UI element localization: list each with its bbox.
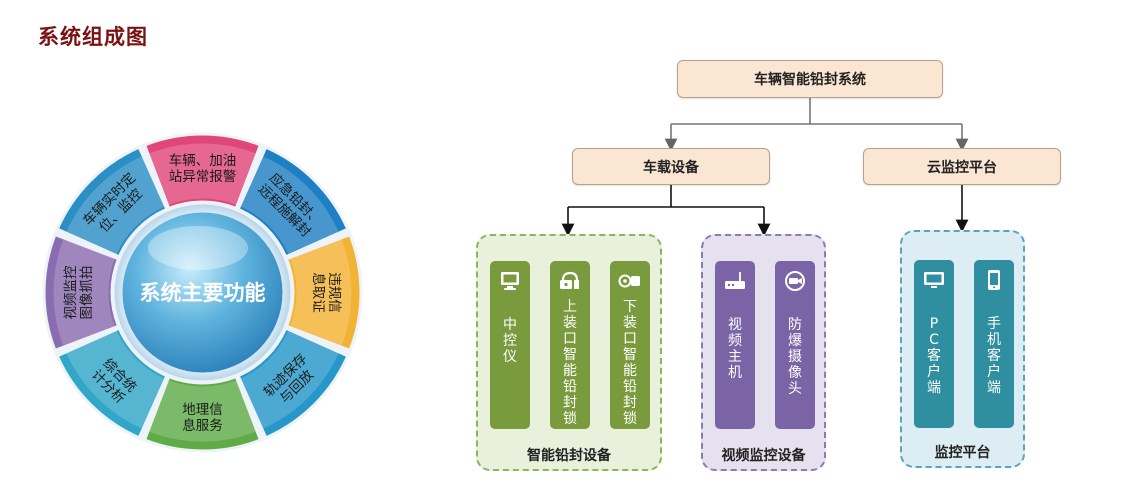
wheel-segment [59, 330, 165, 436]
wheel-segment [59, 149, 165, 255]
device-label: 防爆摄像头 [788, 317, 802, 397]
wheel-segment [146, 378, 259, 450]
group-monitoring-platform: PC客户端 手机客户端 监控平台 [900, 230, 1025, 468]
function-wheel: 车辆实时定位、监控车辆、加油站异常报警应急铅封、远程施解封违规信息取证轨迹保存与… [42, 132, 363, 453]
device-label: 视频主机 [728, 317, 742, 381]
device-ex-camera: 防爆摄像头 [775, 261, 815, 429]
group-label-video: 视频监控设备 [721, 448, 806, 464]
camera-icon [781, 267, 809, 295]
wheel-segment-label: 违规信息取证 [310, 272, 342, 313]
device-video-host: 视频主机 [715, 261, 755, 429]
vehicle-equipment-box: 车载设备 [572, 148, 770, 185]
cloud-platform-box: 云监控平台 [863, 148, 1061, 185]
root-system-box: 车辆智能铅封系统 [677, 60, 943, 98]
device-label: 手机客户端 [987, 316, 1001, 396]
wheel-segment [240, 330, 346, 436]
phone-icon [980, 266, 1008, 294]
wheel-center-label: 系统主要功能 [140, 281, 266, 305]
wheel-segment-label: 视频监控图像抓拍 [63, 265, 95, 319]
device-label: 中控仪 [503, 317, 517, 365]
lock-icon [556, 267, 584, 295]
device-controller: 中控仪 [490, 261, 530, 429]
pc-icon [920, 266, 948, 294]
wheel-center-disc [122, 212, 283, 373]
device-bottom-lock: 下装口智能铅封锁 [610, 261, 650, 429]
group-smart-seal: 中控仪 上装口智能铅封锁 下装口智能铅封锁 智能铅封设备 [476, 234, 662, 471]
monitor-icon [496, 267, 524, 295]
group-video-monitoring: 视频主机 防爆摄像头 视频监控设备 [701, 234, 826, 471]
device-top-lock: 上装口智能铅封锁 [550, 261, 590, 429]
wheel-segment [146, 135, 259, 207]
device-label: PC客户端 [927, 316, 941, 396]
wheel-segment [45, 236, 117, 349]
wheel-segment [288, 236, 360, 349]
root-system-label: 车辆智能铅封系统 [754, 72, 866, 88]
wheel-segment-label: 车辆、加油站异常报警 [169, 152, 237, 185]
wheel-segment-label: 地理信息服务 [182, 402, 223, 434]
group-label-platform: 监控平台 [934, 445, 991, 461]
group-label-smart-seal: 智能铅封设备 [527, 448, 611, 464]
device-pc-client: PC客户端 [914, 260, 954, 428]
valve-lock-icon [616, 267, 644, 295]
wheel-segment [240, 149, 346, 255]
vehicle-equipment-label: 车载设备 [643, 159, 699, 176]
cloud-platform-label: 云监控平台 [927, 159, 997, 176]
device-label: 下装口智能铅封锁 [623, 299, 637, 427]
page-title: 系统组成图 [38, 25, 148, 49]
device-label: 上装口智能铅封锁 [563, 299, 577, 427]
dvr-icon [721, 267, 749, 295]
device-mobile-client: 手机客户端 [974, 260, 1014, 428]
